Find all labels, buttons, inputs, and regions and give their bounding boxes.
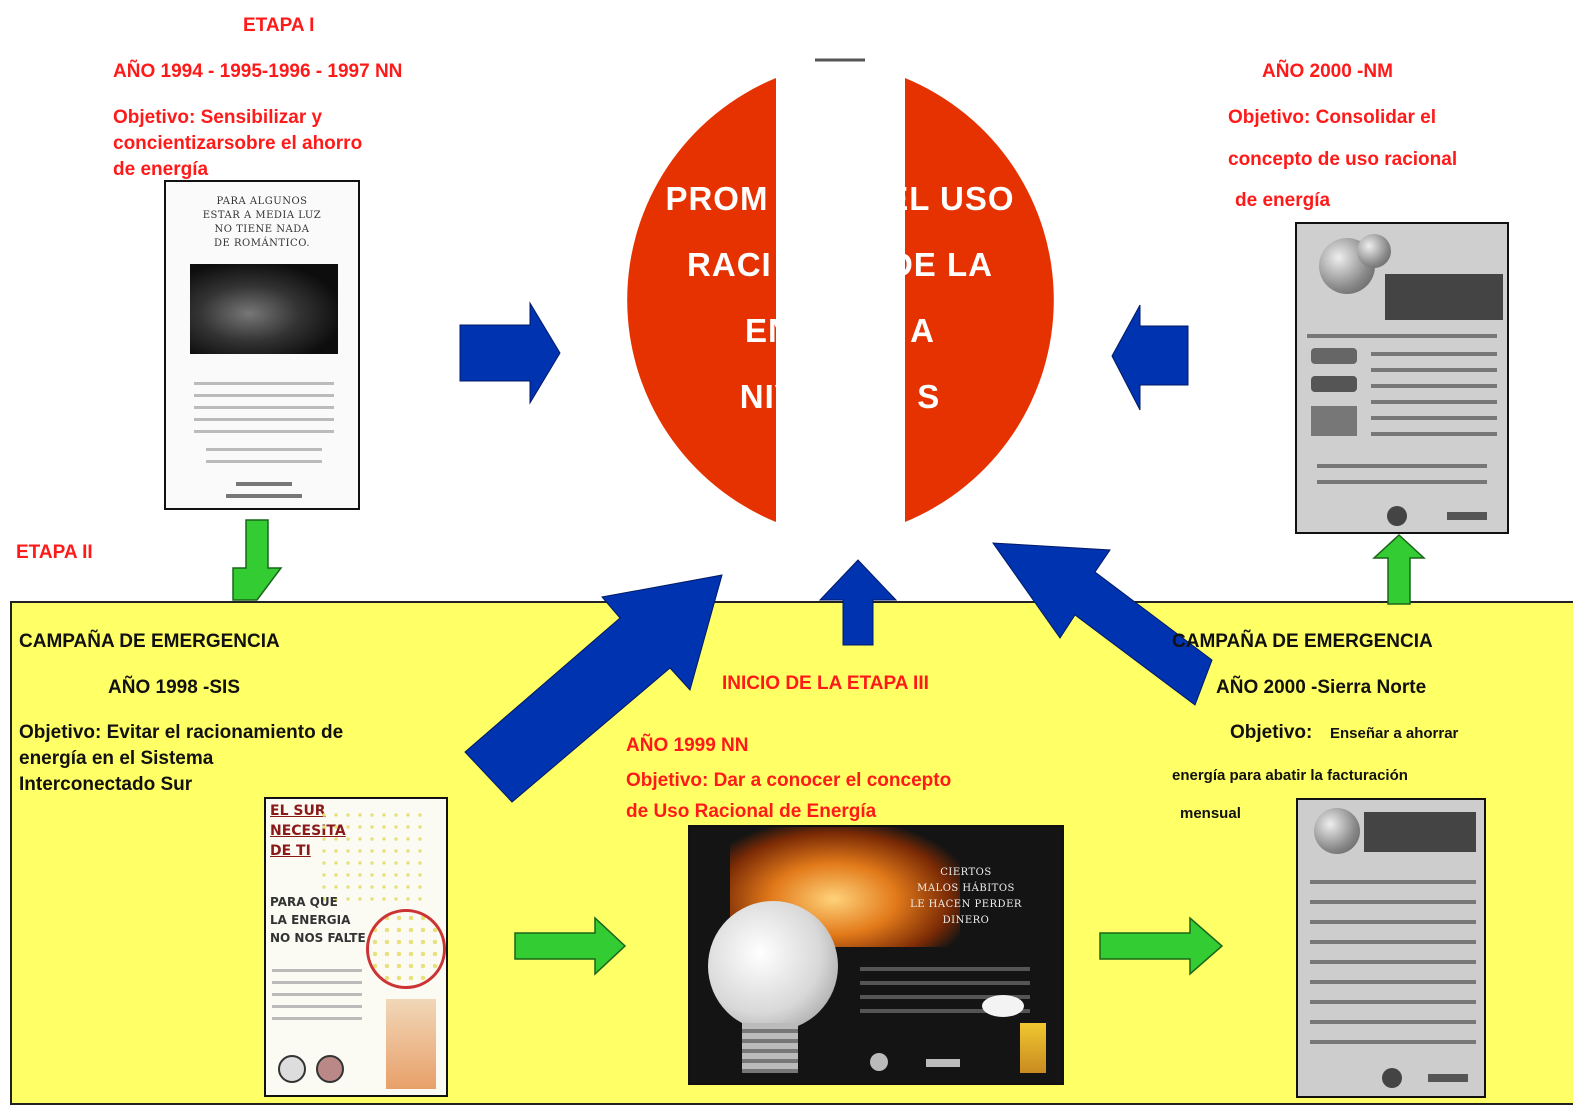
etapa-ii-title: ETAPA II: [16, 542, 93, 563]
campaign-right-objective-1: energía para abatir la facturación: [1172, 767, 1408, 784]
campaign-right-objective-label: Objetivo:: [1230, 722, 1313, 743]
campaign-right-title: CAMPAÑA DE EMERGENCIA: [1172, 631, 1433, 652]
seal-icon: [1382, 1068, 1402, 1088]
etapa-iii-objective-2: de Uso Racional de Energía: [626, 801, 877, 822]
top-right-objective-1: Objetivo: Consolidar el: [1228, 107, 1436, 128]
etapa-i-objective-3: de energía: [113, 159, 209, 180]
etapa-i-title: ETAPA I: [243, 15, 315, 36]
seal-icon: [1387, 506, 1407, 526]
globe-icon: [1357, 234, 1391, 268]
center-line-4: NIVEL PAI S: [739, 378, 941, 415]
poster-1998-line-5: LA ENERGIA: [270, 913, 351, 927]
poster-1998-line-1: EL SUR: [270, 803, 326, 819]
poster-1998-line-4: PARA QUE: [270, 895, 338, 909]
green-arrow-right-icon: [514, 916, 627, 976]
poster-1999-nn: CIERTOS MALOS HÁBITOS LE HACEN PERDER DI…: [688, 825, 1064, 1085]
campaign-right-objective-rest: Enseñar a ahorrar: [1330, 725, 1459, 742]
campaign-left-objective-3: Interconectado Sur: [19, 774, 193, 795]
logo-icon: [316, 1055, 344, 1083]
campaign-left-title: CAMPAÑA DE EMERGENCIA: [19, 631, 280, 652]
poster-1999-line-2: MALOS HÁBITOS: [917, 883, 1015, 894]
blue-arrow-up-icon: [818, 559, 898, 646]
campaign-left-objective-2: energía en el Sistema: [19, 748, 214, 769]
center-line-2: RACI ONAL DE LA: [687, 246, 993, 283]
speech-bubble-icon: [982, 995, 1024, 1017]
blue-arrow-up-left-icon: [991, 542, 1213, 706]
poster-etapa-i-line-4: DE ROMÁNTICO.: [214, 238, 310, 249]
etapa-iii-objective-1: Objetivo: Dar a conocer el concepto: [626, 770, 952, 791]
etapa-iii-title: INICIO DE LA ETAPA III: [722, 673, 929, 694]
center-line-3: ENERGIA A: [745, 312, 935, 349]
cartoon-character-icon: [1020, 1023, 1046, 1073]
top-right-objective-3: de energía: [1235, 190, 1331, 211]
poster-etapa-i: PARA ALGUNOS ESTAR A MEDIA LUZ NO TIENE …: [164, 180, 360, 510]
etapa-i-objective-2: concientizarsobre el ahorro: [113, 133, 363, 154]
etapa-iii-year: AÑO 1999 NN: [626, 735, 749, 756]
campaign-left-year: AÑO 1998 -SIS: [108, 677, 240, 698]
campaign-right-objective-2: mensual: [1180, 805, 1241, 822]
poster-etapa-i-line-3: NO TIENE NADA: [214, 224, 310, 235]
blue-arrow-up-right-icon: [464, 574, 723, 803]
lightbulb-icon: [708, 901, 838, 1031]
green-arrow-right-icon: [1099, 916, 1224, 976]
poster-1999-line-4: DINERO: [942, 915, 990, 926]
etapa-i-objective-1: Objetivo: Sensibilizar y: [113, 107, 323, 128]
poster-1999-line-1: CIERTOS: [940, 867, 992, 878]
poster-2000-nm: [1295, 222, 1509, 534]
top-right-objective-2: concepto de uso racional: [1228, 149, 1458, 170]
poster-1998-line-6: NO NOS FALTE: [270, 931, 366, 945]
poster-etapa-i-photo: [190, 264, 338, 354]
center-line-1: PROM OVER EL USO: [665, 180, 1015, 217]
central-circle: [627, 58, 1054, 522]
green-arrow-down-icon: [232, 519, 283, 601]
poster-1999-line-3: LE HACEN PERDER: [910, 899, 1022, 910]
campaign-right-year: AÑO 2000 -Sierra Norte: [1216, 677, 1427, 698]
poster-1998-line-3: DE TI: [270, 843, 311, 859]
blue-arrow-left-icon: [1111, 304, 1189, 411]
circle-left-half: [627, 78, 776, 522]
logo-icon: [278, 1055, 306, 1083]
etapa-i-years: AÑO 1994 - 1995-1996 - 1997 NN: [113, 61, 403, 82]
poster-2000-sierra-norte: [1296, 798, 1486, 1098]
blue-arrow-right-icon: [459, 301, 561, 405]
seal-icon: [870, 1053, 888, 1071]
top-right-years: AÑO 2000 -NM: [1262, 61, 1393, 82]
green-arrow-up-icon: [1372, 533, 1426, 605]
campaign-left-objective-1: Objetivo: Evitar el racionamiento de: [19, 722, 344, 743]
poster-1998-sis: EL SUR NECESITA DE TI PARA QUE LA ENERGI…: [264, 797, 448, 1097]
poster-etapa-i-line-1: PARA ALGUNOS: [216, 196, 308, 207]
circle-right-half: [905, 78, 1054, 522]
globe-icon: [1314, 808, 1360, 854]
poster-etapa-i-line-2: ESTAR A MEDIA LUZ: [202, 210, 322, 221]
